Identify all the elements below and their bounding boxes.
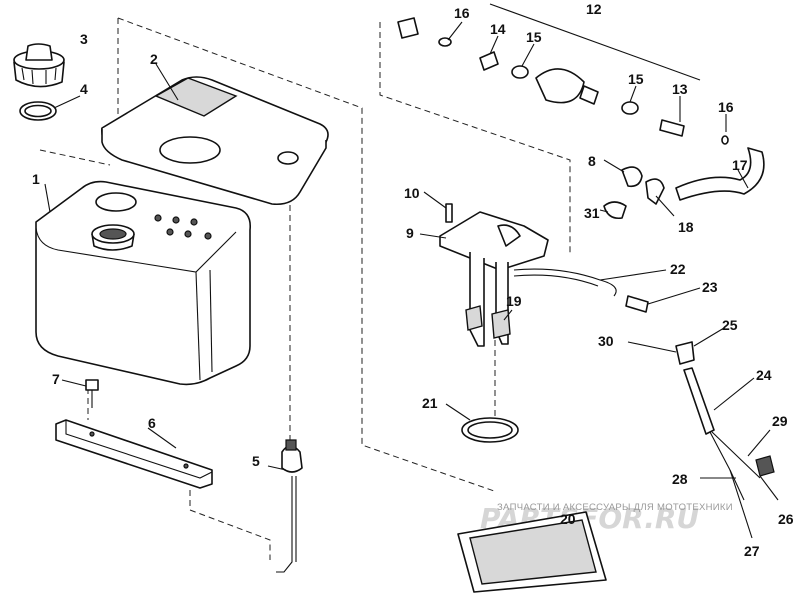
leader-lines <box>44 3 779 539</box>
callout-10: 10 <box>404 185 420 201</box>
callout-28: 28 <box>672 471 688 487</box>
filter-plate-part <box>457 511 607 593</box>
callout-23: 23 <box>702 279 718 295</box>
callout-19: 19 <box>506 293 522 309</box>
callout-25: 25 <box>722 317 738 333</box>
fuel-cap-part <box>13 43 65 88</box>
fuel-gauge-part <box>276 439 303 573</box>
callout-26: 26 <box>778 511 794 527</box>
callout-6: 6 <box>148 415 156 431</box>
o-ring-part <box>461 417 519 443</box>
callout-labels: 1 2 3 4 5 6 7 8 9 10 12 13 14 15 15 16 1… <box>32 1 794 559</box>
callout-18: 18 <box>678 219 694 235</box>
callout-16a: 16 <box>454 5 470 21</box>
callout-21: 21 <box>422 395 438 411</box>
callout-17: 17 <box>732 157 748 173</box>
callout-14: 14 <box>490 21 506 37</box>
tank-cover-part <box>101 76 329 206</box>
callout-16b: 16 <box>718 99 734 115</box>
callout-15b: 15 <box>628 71 644 87</box>
callout-4: 4 <box>80 81 88 97</box>
callout-20: 20 <box>560 511 576 527</box>
callout-5: 5 <box>252 453 260 469</box>
callout-22: 22 <box>670 261 686 277</box>
wiring-harness-part <box>675 341 775 501</box>
primer-bulb-assembly <box>397 17 729 145</box>
hose-clamps <box>603 166 665 220</box>
callout-2: 2 <box>150 51 158 67</box>
fuel-tank-part <box>35 180 252 386</box>
callout-1: 1 <box>32 171 40 187</box>
bracket-part <box>55 419 213 489</box>
callout-30: 30 <box>598 333 614 349</box>
callout-7: 7 <box>52 371 60 387</box>
callout-3: 3 <box>80 31 88 47</box>
callout-31: 31 <box>584 205 600 221</box>
callout-12: 12 <box>586 1 602 17</box>
sender-unit-part <box>439 203 617 347</box>
watermark-caption: ЗАПЧАСТИ И АКСЕССУАРЫ ДЛЯ МОТОТЕХНИКИ <box>497 502 733 513</box>
callout-27: 27 <box>744 543 760 559</box>
callout-13: 13 <box>672 81 688 97</box>
fuel-hose-part <box>675 147 765 201</box>
cap-gasket-part <box>19 101 57 121</box>
callout-8: 8 <box>588 153 596 169</box>
callout-15a: 15 <box>526 29 542 45</box>
screw-part <box>85 379 99 408</box>
connector-part <box>625 295 649 313</box>
callout-9: 9 <box>406 225 414 241</box>
callout-29: 29 <box>772 413 788 429</box>
callout-24: 24 <box>756 367 772 383</box>
